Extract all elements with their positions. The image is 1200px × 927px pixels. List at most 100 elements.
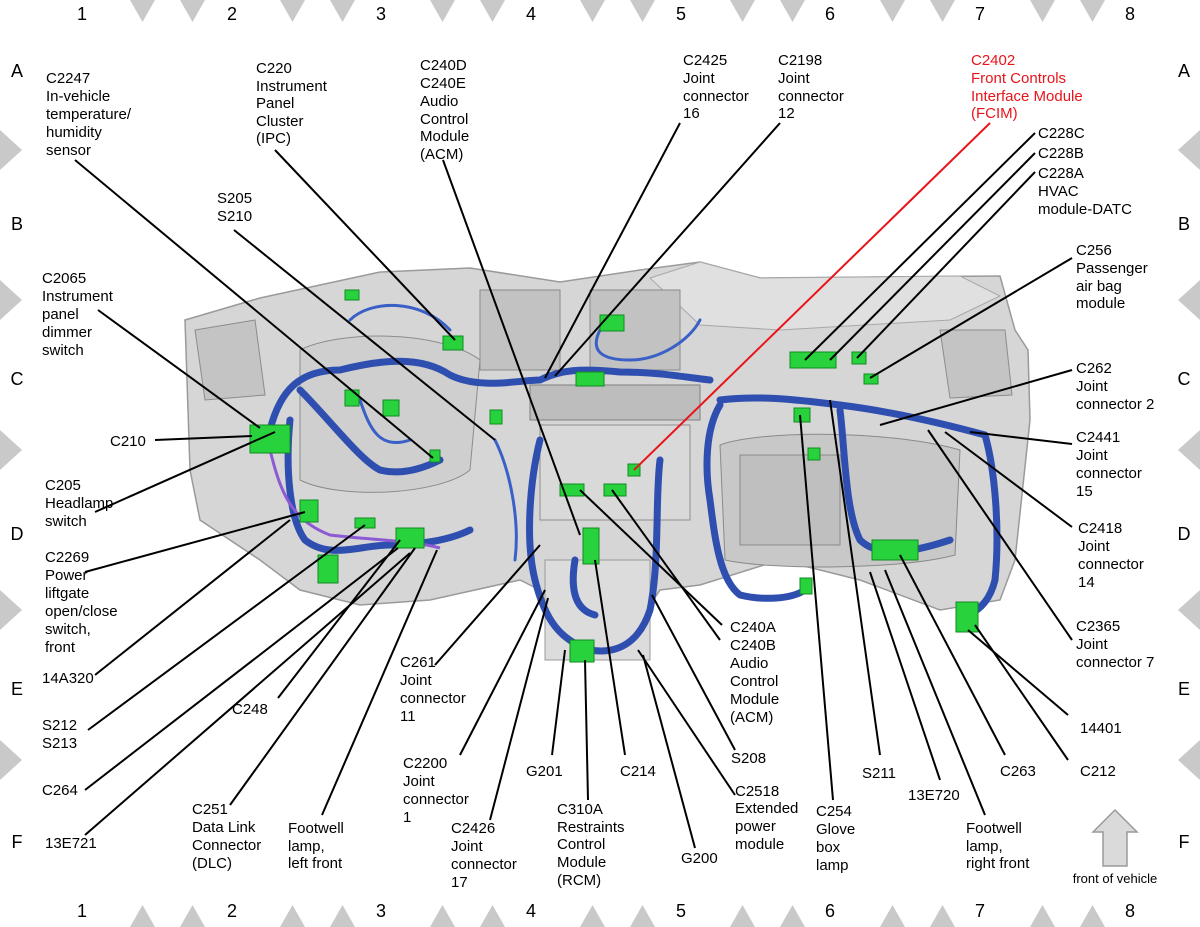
grid-col-6: 6 — [825, 901, 835, 921]
front-arrow-icon — [1091, 808, 1139, 867]
label-g200: G200 — [681, 850, 718, 867]
grid-column-labels-top: 1 2 3 4 5 6 7 8 — [77, 4, 1135, 24]
connector-c2269 — [299, 499, 319, 523]
grid-row-d: D — [11, 524, 24, 544]
connector-c264 — [354, 517, 376, 529]
label-c248: C248 — [232, 701, 268, 718]
connector-c261 — [489, 409, 503, 425]
grid-col-4: 4 — [526, 901, 536, 921]
connector-c2247 — [382, 399, 400, 417]
connector-c212 — [955, 601, 979, 633]
label-s211: S211 — [862, 765, 896, 782]
label-c214: C214 — [620, 763, 656, 780]
connector-c2425 — [575, 371, 605, 387]
grid-row-labels-left: A B C D E F — [11, 61, 24, 852]
grid-row-e: E — [11, 679, 23, 699]
front-of-vehicle-indicator: front of vehicle — [1073, 808, 1158, 886]
label-13e721: 13E721 — [45, 835, 97, 852]
grid-col-8: 8 — [1125, 4, 1135, 24]
connectors — [249, 289, 979, 663]
connector-c228a — [851, 351, 867, 365]
grid-col-1: 1 — [77, 4, 87, 24]
connector-footwell-left — [317, 554, 339, 584]
grid-row-labels-right: A B C D E F — [1178, 61, 1191, 852]
front-of-vehicle-label: front of vehicle — [1073, 871, 1158, 886]
grid-col-2: 2 — [227, 4, 237, 24]
connector-c248 — [395, 527, 425, 549]
leader-lines — [74, 122, 1073, 849]
label-s208: S208 — [731, 750, 766, 767]
grid-col-8: 8 — [1125, 901, 1135, 921]
connector-right-low — [799, 577, 813, 595]
connector-c2198 — [599, 314, 625, 332]
label-14a320: 14A320 — [42, 670, 94, 687]
connector-c256 — [863, 373, 879, 385]
grid-row-c: C — [1178, 369, 1191, 389]
label-c228c: C228C — [1038, 125, 1085, 142]
label-c264: C264 — [42, 782, 78, 799]
label-c212: C212 — [1080, 763, 1116, 780]
label-g201: G201 — [526, 763, 563, 780]
connector-c310a — [569, 639, 595, 663]
connector-c254 — [793, 407, 811, 423]
grid-row-a: A — [1178, 61, 1190, 81]
grid-col-4: 4 — [526, 4, 536, 24]
grid-row-b: B — [1178, 214, 1190, 234]
connector-c220 — [442, 335, 464, 351]
grid-col-5: 5 — [676, 901, 686, 921]
grid-row-e: E — [1178, 679, 1190, 699]
connector-c240d — [559, 483, 585, 497]
grid-col-1: 1 — [77, 901, 87, 921]
connector-glove — [807, 447, 821, 461]
grid-col-7: 7 — [975, 4, 985, 24]
label-c263: C263 — [1000, 763, 1036, 780]
grid-col-3: 3 — [376, 901, 386, 921]
connector-c2065 — [344, 389, 360, 407]
connector-c263 — [871, 539, 919, 561]
grid-row-a: A — [11, 61, 23, 81]
label-c228b: C228B — [1038, 145, 1084, 162]
grid-row-c: C — [11, 369, 24, 389]
connector-c240a — [603, 483, 627, 497]
grid-col-5: 5 — [676, 4, 686, 24]
connector-c228 — [789, 351, 837, 369]
grid-row-d: D — [1178, 524, 1191, 544]
connector-top-left — [344, 289, 360, 301]
connector-c205 — [249, 424, 291, 454]
label-13e720: 13E720 — [908, 787, 960, 804]
label-14401: 14401 — [1080, 720, 1122, 737]
grid-col-7: 7 — [975, 901, 985, 921]
grid-col-3: 3 — [376, 4, 386, 24]
label-c210: C210 — [110, 433, 146, 450]
grid-column-labels-bottom: 1 2 3 4 5 6 7 8 — [77, 901, 1135, 921]
grid-col-6: 6 — [825, 4, 835, 24]
connector-c214 — [582, 527, 600, 565]
grid-row-b: B — [11, 214, 23, 234]
